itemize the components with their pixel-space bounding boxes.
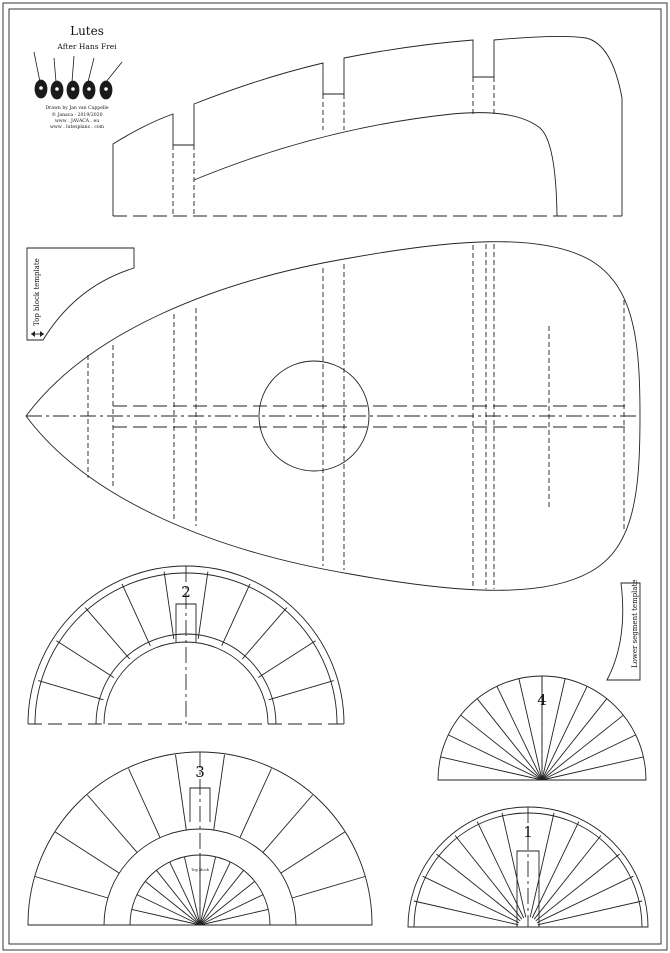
rib-template [112, 35, 623, 217]
mold-stave-line [280, 831, 345, 874]
mold-stave-line [239, 768, 272, 838]
top-block-template-label: Top block template [33, 258, 41, 326]
fan-spoke-line [541, 734, 636, 781]
mold-stave-line [422, 875, 520, 924]
fan-spoke-line [199, 881, 255, 926]
mold-3: 3 Top block [27, 751, 373, 926]
fan-spoke-line [541, 756, 644, 781]
mold-stave-line [291, 876, 366, 899]
lower-segment-template-label: Lower segment template [631, 579, 639, 668]
fan-spoke-line [156, 870, 201, 926]
mold-number: 2 [181, 583, 191, 601]
mold-stave-line [84, 607, 131, 660]
mold-stave-line [55, 831, 120, 874]
fan-spoke-line [199, 894, 264, 926]
subtitle: After Hans Frei [56, 42, 117, 51]
mold-stave-line [529, 812, 555, 918]
fan-spoke-line [518, 678, 543, 781]
fan-spoke-line [199, 870, 244, 926]
lute-logo-icon [33, 51, 123, 100]
header: Lutes After Hans Frei Drawn by Jan van C… [33, 24, 123, 130]
mold-stave-line [537, 900, 643, 926]
scale-arrow-icon [31, 331, 44, 337]
mold-stave-line [262, 794, 313, 853]
mold-stave-line [56, 640, 114, 678]
fan-spoke-line [136, 894, 201, 926]
lower-segment-template: Lower segment template [606, 579, 641, 681]
fan-spoke-line [199, 861, 231, 926]
fan-spoke-line [169, 861, 201, 926]
mold-stave-line [121, 583, 151, 646]
mold-4: 4 [437, 675, 647, 781]
mold-stave-line [197, 571, 209, 639]
fan-spoke-line [448, 734, 543, 781]
fan-spoke-line [131, 908, 201, 926]
fan-spoke-line [541, 698, 608, 781]
mold-stave-line [268, 680, 334, 701]
mold-stave-line [535, 853, 620, 922]
mold-stave-line [531, 821, 580, 919]
inner-frame [8, 8, 662, 945]
fan-spoke-line [541, 678, 566, 781]
mold-stave-line [38, 680, 104, 701]
mold-stave-line [454, 835, 523, 920]
mold-stave-line [163, 571, 175, 639]
mold-1: 1 [407, 806, 649, 928]
mold-stave-line [175, 754, 187, 831]
mold-stave-line [213, 754, 225, 831]
rose-hole [258, 360, 370, 472]
mold-number: 3 [195, 763, 205, 781]
top-block-template: Top block template [26, 247, 135, 341]
fan-spoke-line [541, 686, 588, 781]
credit-line: © Janaca - 2019/2020 [51, 111, 102, 118]
mold-stave-line [241, 607, 288, 660]
mold-stave-line [87, 794, 138, 853]
fan-spoke-line [145, 881, 201, 926]
fan-spoke-line [440, 756, 543, 781]
mold-stave-line [436, 853, 521, 922]
fan-spoke-line [183, 856, 201, 926]
credit-line: www . lutesplans . com [50, 124, 105, 130]
fan-spoke-line [199, 856, 217, 926]
mold-stave-line [536, 875, 634, 924]
credit-line: www . JAVACA . eu [55, 118, 99, 124]
mold-stave-line [413, 900, 519, 926]
fan-spoke-line [496, 686, 543, 781]
title: Lutes [70, 24, 104, 38]
credit-line: Drawn by Jan van Cappelle [45, 105, 109, 111]
mold-stave-line [221, 583, 251, 646]
mold-stave-line [258, 640, 316, 678]
mold-stave-line [128, 768, 161, 838]
mold-stave-line [34, 876, 109, 899]
fan-spoke-line [199, 908, 269, 926]
fan-spoke-line [460, 714, 543, 781]
fan-spoke-line [476, 698, 543, 781]
soundboard [25, 241, 641, 591]
mold-stave-line [476, 821, 525, 919]
mold-2: 2 [27, 565, 345, 725]
mold-stave-line [533, 835, 602, 920]
fan-spoke-line [541, 714, 624, 781]
mold-number: 1 [523, 823, 533, 841]
mold-stave-line [501, 812, 527, 918]
